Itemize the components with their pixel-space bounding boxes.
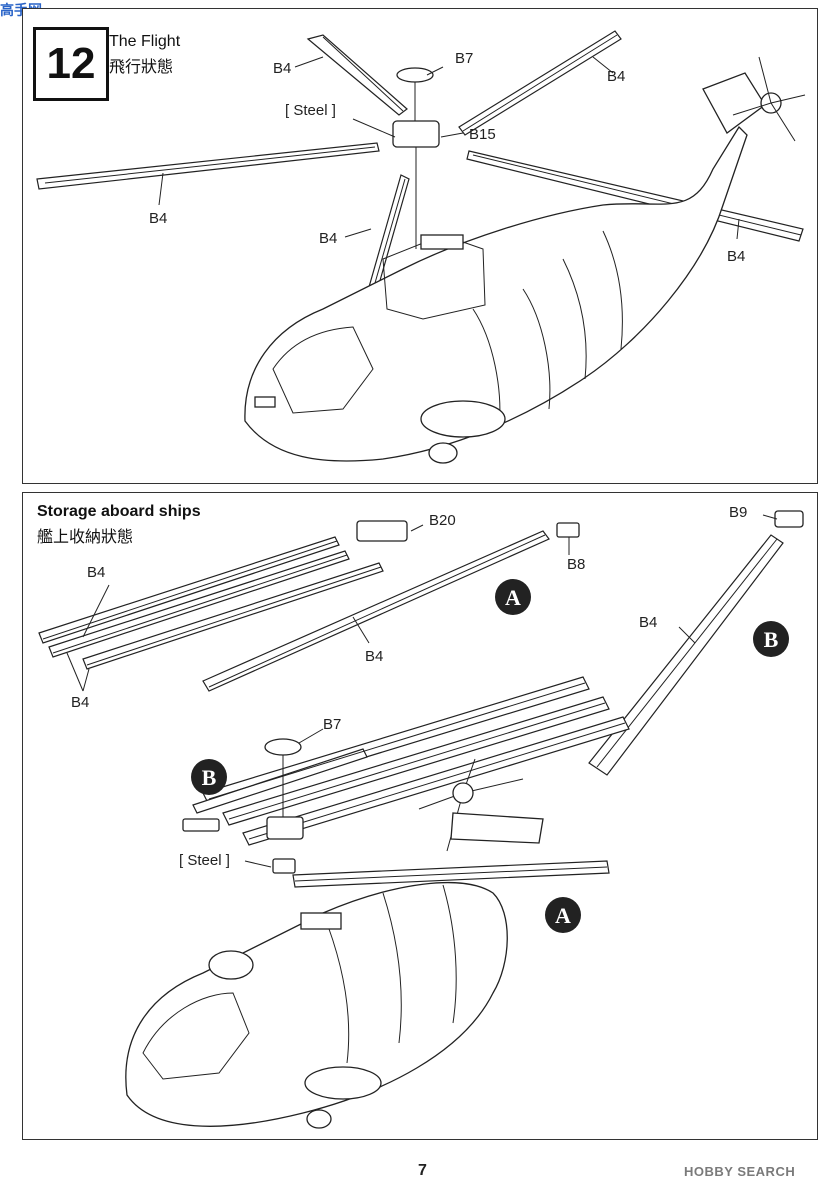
storage-illustration: A B B A B20 B8 B9 B4 B4 B4 B4 B7 [ Steel…: [38, 504, 804, 1129]
leader-lines: [158, 56, 740, 240]
storage-tail-rotor: [418, 758, 544, 852]
label-b4-stack: B4: [87, 564, 105, 581]
label-b4-top-right: B4: [607, 68, 625, 85]
blade-single-b8: [202, 522, 580, 692]
label-b9: B9: [729, 504, 747, 521]
storage-aboard-ships-panel: Storage aboard ships 艦上收納狀態: [22, 492, 818, 1140]
label-steel: [ Steel ]: [285, 102, 336, 119]
svg-text:A: A: [505, 585, 521, 610]
label-b7: B7: [323, 716, 341, 733]
blade-horizontal-a: [292, 860, 610, 888]
step-title-en: The Flight: [109, 33, 181, 50]
folded-blades-on-helicopter: [192, 676, 630, 846]
marker-a-lower: A: [545, 897, 581, 933]
label-b4-right: B4: [727, 248, 745, 265]
label-b7: B7: [455, 50, 473, 67]
label-b4-left: B4: [149, 210, 167, 227]
label-steel: [ Steel ]: [179, 852, 230, 869]
footer-brand: HOBBY SEARCH: [684, 1164, 796, 1179]
label-b4-right: B4: [639, 614, 657, 631]
step-number: 12: [33, 27, 109, 101]
label-b20: B20: [429, 512, 456, 529]
blade-b9-right: [588, 510, 804, 776]
label-b4-top-left: B4: [273, 60, 291, 77]
storage-fuselage: [125, 881, 508, 1129]
helicopter-fuselage: [244, 125, 748, 464]
step-12-flight-panel: 12 The Flight 飛行狀態: [22, 8, 818, 484]
blade-stack-left: [38, 520, 408, 670]
storage-title-zh: 艦上收納狀態: [37, 527, 134, 546]
svg-text:A: A: [555, 903, 571, 928]
rotor-head: [392, 67, 440, 249]
storage-leader-lines: [66, 514, 778, 868]
svg-text:B: B: [764, 627, 779, 652]
flight-illustration: B4 B7 B4 [ Steel ] B15 B4 B4 B4: [36, 30, 806, 464]
svg-text:B: B: [202, 765, 217, 790]
label-b8: B8: [567, 556, 585, 573]
storage-rotor-head: [182, 738, 304, 874]
label-b4-single: B4: [365, 648, 383, 665]
marker-b-upper: B: [753, 621, 789, 657]
step-title-zh: 飛行狀態: [109, 57, 174, 76]
page-number: 7: [418, 1162, 427, 1179]
marker-a-upper: A: [495, 579, 531, 615]
storage-title-en: Storage aboard ships: [37, 503, 201, 520]
label-b4-mid: B4: [319, 230, 337, 247]
tail-rotor: [702, 56, 806, 142]
marker-b-lower: B: [191, 759, 227, 795]
label-b4-stack-lower: B4: [71, 694, 89, 711]
label-b15: B15: [469, 126, 496, 143]
